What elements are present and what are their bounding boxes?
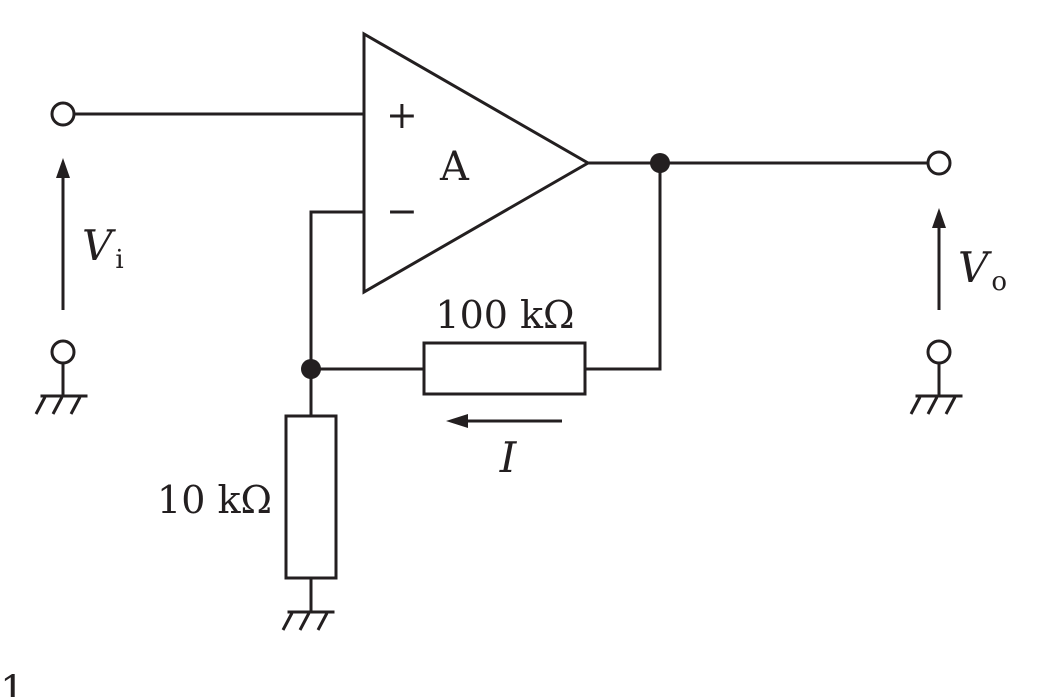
output-ground-terminal — [926, 339, 952, 365]
feedback-wire-right — [583, 161, 662, 371]
input-terminal — [50, 101, 76, 127]
plus-input-sign: + — [386, 93, 418, 137]
inverting-input-wire — [309, 210, 366, 371]
output-voltage-symbol: V — [958, 243, 992, 292]
op-amp-triangle — [362, 31, 592, 295]
current-arrowhead — [446, 414, 468, 428]
input-voltage-subscript: i — [115, 245, 123, 275]
output-terminal — [926, 150, 952, 176]
output-voltage-arrowhead — [932, 208, 946, 228]
ground-resistor — [284, 414, 338, 580]
ground-resistor-value: 10 kΩ — [157, 478, 272, 522]
feedback-resistor-value: 100 kΩ — [435, 293, 574, 337]
minus-input-sign: − — [386, 189, 418, 233]
input-ground-icon — [34, 394, 88, 415]
resistor-ground-icon — [281, 610, 335, 631]
output-ground-icon — [909, 394, 963, 415]
amplifier-label: A — [439, 144, 470, 190]
input-voltage-arrowhead — [56, 158, 70, 178]
figure-number: 1 — [0, 668, 25, 697]
output-voltage-subscript: o — [991, 267, 1007, 297]
feedback-resistor — [422, 341, 587, 396]
current-label: I — [499, 433, 518, 482]
output-junction-dot — [650, 153, 670, 173]
input-ground-terminal — [50, 339, 76, 365]
input-voltage-symbol: V — [82, 221, 116, 270]
